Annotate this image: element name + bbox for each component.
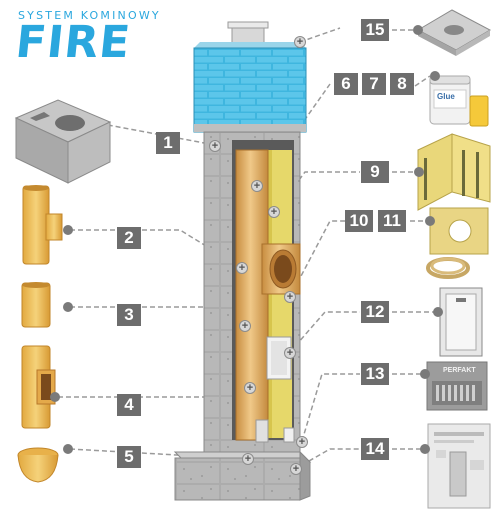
callout-badge-8[interactable]: 8 — [390, 73, 414, 95]
hotspot-2[interactable]: + — [236, 262, 248, 274]
condensate-tray-image — [17, 447, 59, 483]
connector-dot-2 — [63, 225, 73, 235]
insulation-ring-image — [426, 207, 489, 279]
inspection-pipe-image — [21, 345, 56, 429]
callout-badge-3[interactable]: 3 — [117, 304, 141, 326]
hotspot-14[interactable]: + — [290, 463, 302, 475]
callout-badge-14[interactable]: 14 — [361, 438, 389, 460]
hotspot-13[interactable]: + — [296, 436, 308, 448]
chimney-block-image — [14, 99, 112, 184]
callout-badge-2[interactable]: 2 — [117, 227, 141, 249]
callout-badge-10[interactable]: 10 — [345, 210, 373, 232]
callout-badge-12[interactable]: 12 — [361, 301, 389, 323]
hotspot-3[interactable]: + — [239, 320, 251, 332]
callout-badge-7[interactable]: 7 — [362, 73, 386, 95]
callout-badge-13[interactable]: 13 — [361, 363, 389, 385]
callout-badge-6[interactable]: 6 — [334, 73, 358, 95]
callout-badge-5[interactable]: 5 — [117, 446, 141, 468]
connector-dot-14 — [420, 444, 430, 454]
connector-dot-5 — [63, 444, 73, 454]
adhesive-products-image — [429, 75, 489, 127]
connector-dot-4 — [50, 392, 60, 402]
callout-badge-9[interactable]: 9 — [361, 161, 389, 183]
tee-pipe-image — [22, 185, 63, 265]
hotspot-10[interactable]: + — [284, 291, 296, 303]
instructions-image — [427, 423, 491, 509]
hotspot-12[interactable]: + — [284, 347, 296, 359]
brand-tagline: SYSTEM KOMINOWY — [18, 9, 161, 22]
vent-grille-image — [426, 361, 488, 411]
connector-dot-15 — [413, 25, 423, 35]
callout-badge-4[interactable]: 4 — [117, 394, 141, 416]
connector-dot-8 — [430, 71, 440, 81]
hotspot-6[interactable]: + — [251, 180, 263, 192]
callout-badge-1[interactable]: 1 — [156, 132, 180, 154]
hotspot-4[interactable]: + — [244, 382, 256, 394]
connector-dot-3 — [63, 302, 73, 312]
inspection-door-image — [439, 287, 483, 357]
hotspot-5[interactable]: + — [242, 453, 254, 465]
adhesive-jar-label: Glue — [437, 92, 455, 101]
connector-dot-12 — [433, 307, 443, 317]
connector-dot-9 — [414, 167, 424, 177]
insulation-wool-image — [417, 133, 491, 211]
connector-dot-13 — [420, 369, 430, 379]
vent-grille-label: PERFAKT — [443, 367, 476, 374]
cover-plate-image — [416, 9, 492, 56]
pipe-image — [21, 282, 51, 328]
callout-badge-11[interactable]: 11 — [378, 210, 406, 232]
connector-dot-11 — [425, 216, 435, 226]
callout-badge-15[interactable]: 15 — [361, 19, 389, 41]
hotspot-9[interactable]: + — [268, 206, 280, 218]
hotspot-15[interactable]: + — [294, 36, 306, 48]
hotspot-1[interactable]: + — [209, 140, 221, 152]
